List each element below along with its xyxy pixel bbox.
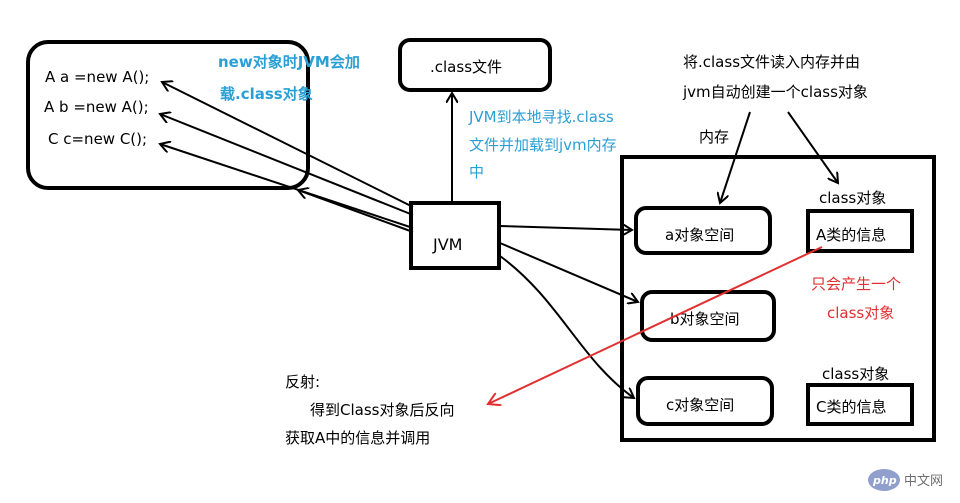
a-space-label: a对象空间: [665, 226, 734, 244]
class-file-label: .class文件: [430, 58, 502, 76]
reflection-title: 反射:: [285, 373, 320, 391]
class-object-label-1: class对象: [819, 189, 886, 207]
code-line-3: C c=new C();: [48, 130, 147, 148]
note-load-line-3: 中: [469, 163, 484, 181]
class-file-box: [398, 38, 552, 92]
code-line-1: A a =new A();: [45, 68, 149, 86]
c-info-box: [806, 383, 914, 426]
arrow-jvm-to-line-3: [160, 144, 414, 229]
watermark-site-text: 中文网: [904, 474, 943, 489]
arrow-jvm-to-code-box: [298, 190, 414, 233]
arrow-note-to-class-object: [787, 111, 838, 183]
arrow-note-to-a-space: [720, 111, 751, 203]
arrow-jvm-to-line-2: [160, 114, 414, 216]
a-space-box: [634, 206, 772, 255]
note-top-right-line-2: jvm自动创建一个class对象: [682, 83, 868, 101]
a-info-box: [806, 209, 914, 253]
arrow-jvm-to-c-space: [499, 255, 634, 398]
arrow-jvm-to-b-space: [499, 242, 638, 302]
note-top-right-line-1: 将.class文件读入内存并由: [683, 53, 860, 71]
watermark-logo-icon: [868, 469, 900, 491]
note-new-line-2: 载.class对象: [220, 85, 313, 103]
jvm-label: JVM: [432, 235, 462, 254]
memory-region: [620, 155, 936, 442]
arrow-jvm-to-line-1: [162, 82, 414, 208]
watermark-logo-text: php: [872, 474, 897, 487]
note-new-line-1: new对象时JVM会加: [218, 53, 360, 71]
reflection-line-1: 得到Class对象后反向: [310, 401, 454, 419]
c-info-label: C类的信息: [816, 398, 886, 416]
code-line-2: A b =new A();: [44, 98, 149, 116]
reflection-line-2: 获取A中的信息并调用: [285, 429, 430, 447]
arrow-reflection: [488, 246, 823, 404]
note-load-line-2: 文件并加载到jvm内存: [469, 136, 617, 154]
note-only-one-line-1: 只会产生一个: [811, 275, 901, 293]
memory-label: 内存: [699, 128, 729, 146]
jvm-box: [409, 201, 501, 270]
b-space-box: [640, 290, 776, 342]
code-box: [26, 40, 310, 190]
note-only-one-line-2: class对象: [827, 304, 894, 322]
b-space-label: b对象空间: [670, 310, 740, 328]
php-watermark: php 中文网: [868, 469, 943, 491]
a-info-label: A类的信息: [816, 226, 886, 244]
note-load-line-1: JVM到本地寻找.class: [468, 108, 614, 126]
arrow-jvm-to-a-space: [499, 226, 632, 230]
c-space-label: c对象空间: [666, 396, 734, 414]
c-space-box: [636, 376, 774, 426]
class-object-label-2: class对象: [822, 365, 889, 383]
